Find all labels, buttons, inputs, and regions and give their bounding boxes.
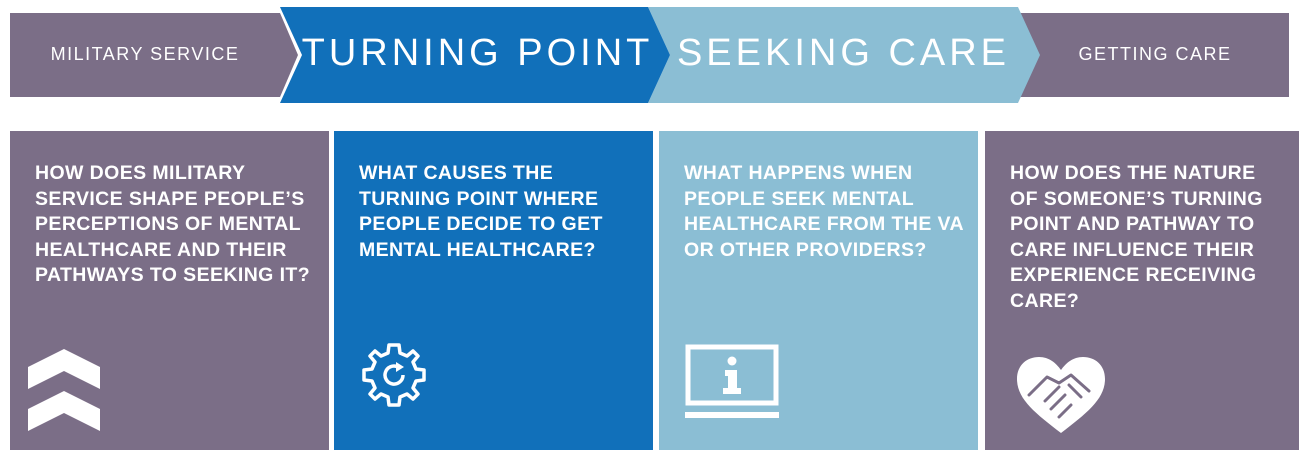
step-arrow-military-service [10,13,298,97]
panel-question: WHAT HAPPENS WHEN PEOPLE SEEK MENTAL HEA… [684,162,964,261]
step-arrow-seeking-care [648,7,1040,103]
panel-getting-care: HOW DOES THE NATURE OF SOMEONE’S TURNING… [985,131,1299,450]
panel-military-service: HOW DOES MILITARY SERVICE SHAPE PEOPLE’S… [10,131,329,450]
double-chevron-up-icon [28,349,100,431]
panel-seeking-care: WHAT HAPPENS WHEN PEOPLE SEEK MENTAL HEA… [659,131,978,450]
step-label-military-service: MILITARY SERVICE [50,44,240,64]
process-arrow-bar [10,7,1289,103]
panel-turning-point: WHAT CAUSES THE TURNING POINT WHERE PEOP… [334,131,653,450]
step-label-seeking-care: SEEKING CARE [676,32,1011,74]
step-arrow-getting-care [1018,13,1289,97]
heart-handshake-icon [1017,357,1105,433]
panel-question: WHAT CAUSES THE TURNING POINT WHERE PEOP… [359,162,603,261]
panel-question: HOW DOES MILITARY SERVICE SHAPE PEOPLE’S… [35,162,311,286]
step-label-turning-point: TURNING POINT [301,32,654,74]
step-arrow-turning-point [280,7,670,103]
panel-question: HOW DOES THE NATURE OF SOMEONE’S TURNING… [1010,162,1263,312]
step-label-getting-care: GETTING CARE [1078,44,1232,64]
monitor-info-icon [685,344,779,418]
gear-refresh-icon [362,343,426,407]
